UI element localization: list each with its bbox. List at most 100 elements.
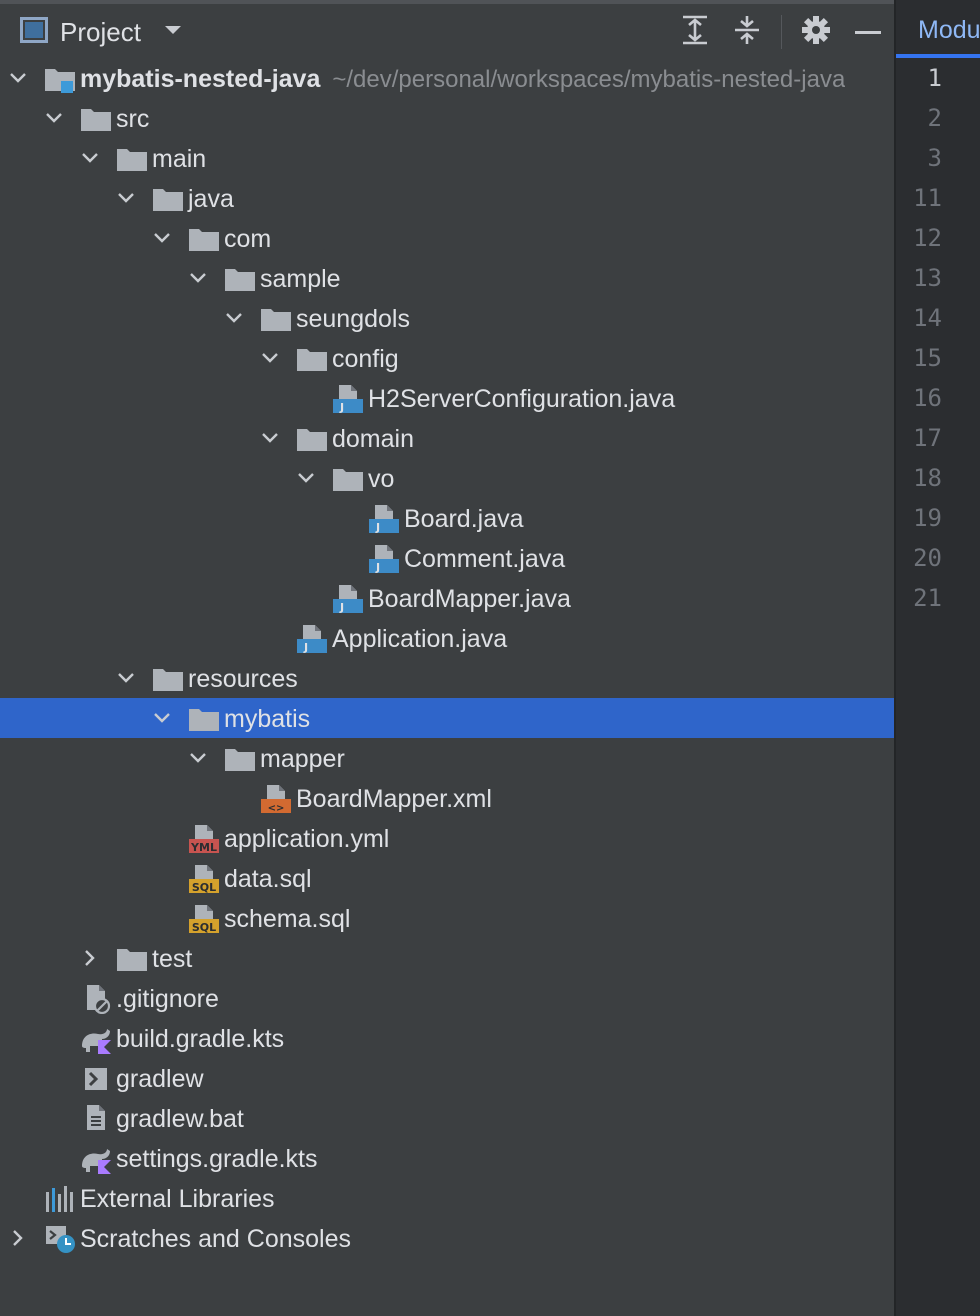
svg-text:SQL: SQL <box>192 921 216 934</box>
tree-item-label: application.yml <box>224 825 390 853</box>
project-view-selector[interactable]: Project <box>0 4 183 60</box>
chevron-down-icon[interactable] <box>260 338 280 378</box>
line-number: 12 <box>913 224 942 252</box>
line-number: 15 <box>913 344 942 372</box>
tree-item-mapper[interactable]: mapper <box>0 738 894 778</box>
panel-title: Project <box>60 16 141 47</box>
window-top-border <box>0 0 980 4</box>
chevron-down-icon[interactable] <box>296 458 316 498</box>
folder-icon <box>260 304 292 334</box>
text-file-icon <box>80 1104 112 1134</box>
tree-item-scratches-and-consoles[interactable]: Scratches and Consoles <box>0 1218 894 1258</box>
line-number: 1 <box>927 64 942 92</box>
tree-item-label: java <box>188 185 234 213</box>
tree-item-domain[interactable]: domain <box>0 418 894 458</box>
tree-item-gradlew-bat[interactable]: gradlew.bat <box>0 1098 894 1138</box>
tree-item-label: build.gradle.kts <box>116 1025 285 1053</box>
line-number: 11 <box>913 184 942 212</box>
tree-item-label: gradlew <box>116 1065 204 1093</box>
gradle-kotlin-file-icon <box>80 1144 112 1174</box>
line-number: 3 <box>927 144 942 172</box>
tree-item-external-libraries[interactable]: External Libraries <box>0 1178 894 1218</box>
editor-tab[interactable]: Module <box>896 6 980 58</box>
hide-panel-button[interactable] <box>842 4 894 60</box>
tree-item-gradlew[interactable]: gradlew <box>0 1058 894 1098</box>
tree-item-label: Board.java <box>404 505 524 533</box>
tree-item-com[interactable]: com <box>0 218 894 258</box>
line-number: 2 <box>927 104 942 132</box>
module-folder-icon <box>44 64 76 94</box>
tree-item-label: src <box>116 105 150 133</box>
tree-item-src[interactable]: src <box>0 98 894 138</box>
active-tab-indicator <box>896 54 980 58</box>
collapse-all-icon <box>734 15 760 50</box>
java-file-icon: J <box>296 624 328 654</box>
tree-item-label: mybatis <box>224 705 311 733</box>
tree-item-label: BoardMapper.xml <box>296 785 492 813</box>
svg-text:J: J <box>303 641 308 654</box>
folder-icon <box>224 264 256 294</box>
svg-text:SQL: SQL <box>192 881 216 894</box>
tree-item-label: External Libraries <box>80 1185 275 1213</box>
chevron-down-icon[interactable] <box>260 418 280 458</box>
tree-item-application-java[interactable]: J Application.java <box>0 618 894 658</box>
line-number: 18 <box>913 464 942 492</box>
chevron-down-icon[interactable] <box>116 178 136 218</box>
collapse-all-button[interactable] <box>721 4 773 60</box>
expand-all-button[interactable] <box>669 4 721 60</box>
tree-item-resources[interactable]: resources <box>0 658 894 698</box>
tree-item-label: data.sql <box>224 865 312 893</box>
libraries-icon <box>44 1184 76 1214</box>
folder-icon <box>296 344 328 374</box>
tree-item-label: Application.java <box>332 625 508 653</box>
chevron-right-icon[interactable] <box>80 938 100 978</box>
tree-item-vo[interactable]: vo <box>0 458 894 498</box>
chevron-down-icon[interactable] <box>224 298 244 338</box>
project-path: ~/dev/personal/workspaces/mybatis-nested… <box>332 66 846 93</box>
tree-item-boardmapper-xml[interactable]: <>BoardMapper.xml <box>0 778 894 818</box>
project-tree: mybatis-nested-java~/dev/personal/worksp… <box>0 58 894 1258</box>
shell-script-icon <box>80 1064 112 1094</box>
tree-item-sample[interactable]: sample <box>0 258 894 298</box>
tree-item-label: vo <box>368 465 395 493</box>
tree-item-label: sample <box>260 265 341 293</box>
tree-item-gitignore[interactable]: .gitignore <box>0 978 894 1018</box>
tree-item-build-gradle-kts[interactable]: build.gradle.kts <box>0 1018 894 1058</box>
chevron-right-icon[interactable] <box>8 1218 28 1258</box>
tree-item-java[interactable]: java <box>0 178 894 218</box>
chevron-down-icon[interactable] <box>188 258 208 298</box>
line-number: 20 <box>913 544 942 572</box>
gradle-kotlin-file-icon <box>80 1024 112 1054</box>
chevron-down-icon[interactable] <box>188 738 208 778</box>
tree-item-settings-gradle-kts[interactable]: settings.gradle.kts <box>0 1138 894 1178</box>
chevron-down-icon[interactable] <box>80 138 100 178</box>
chevron-down-icon[interactable] <box>116 658 136 698</box>
tree-item-data-sql[interactable]: SQL data.sql <box>0 858 894 898</box>
chevron-down-icon[interactable] <box>152 218 172 258</box>
tree-item-label: Scratches and Consoles <box>80 1225 351 1253</box>
tree-item-test[interactable]: test <box>0 938 894 978</box>
tree-item-main[interactable]: main <box>0 138 894 178</box>
chevron-down-icon[interactable] <box>44 98 64 138</box>
folder-icon <box>188 224 220 254</box>
yaml-file-icon: YML <box>188 824 220 854</box>
folder-icon <box>152 664 184 694</box>
tree-item-mybatis-nested-java[interactable]: mybatis-nested-java~/dev/personal/worksp… <box>0 58 894 98</box>
svg-text:J: J <box>339 401 344 414</box>
tree-item-config[interactable]: config <box>0 338 894 378</box>
settings-button[interactable] <box>790 4 842 60</box>
chevron-down-icon[interactable] <box>8 58 28 98</box>
tree-item-seungdols[interactable]: seungdols <box>0 298 894 338</box>
tree-item-mybatis[interactable]: mybatis <box>0 698 894 738</box>
tree-item-label: BoardMapper.java <box>368 585 571 613</box>
tree-item-label: Comment.java <box>404 545 566 573</box>
chevron-down-icon[interactable] <box>152 698 172 738</box>
folder-icon <box>296 424 328 454</box>
